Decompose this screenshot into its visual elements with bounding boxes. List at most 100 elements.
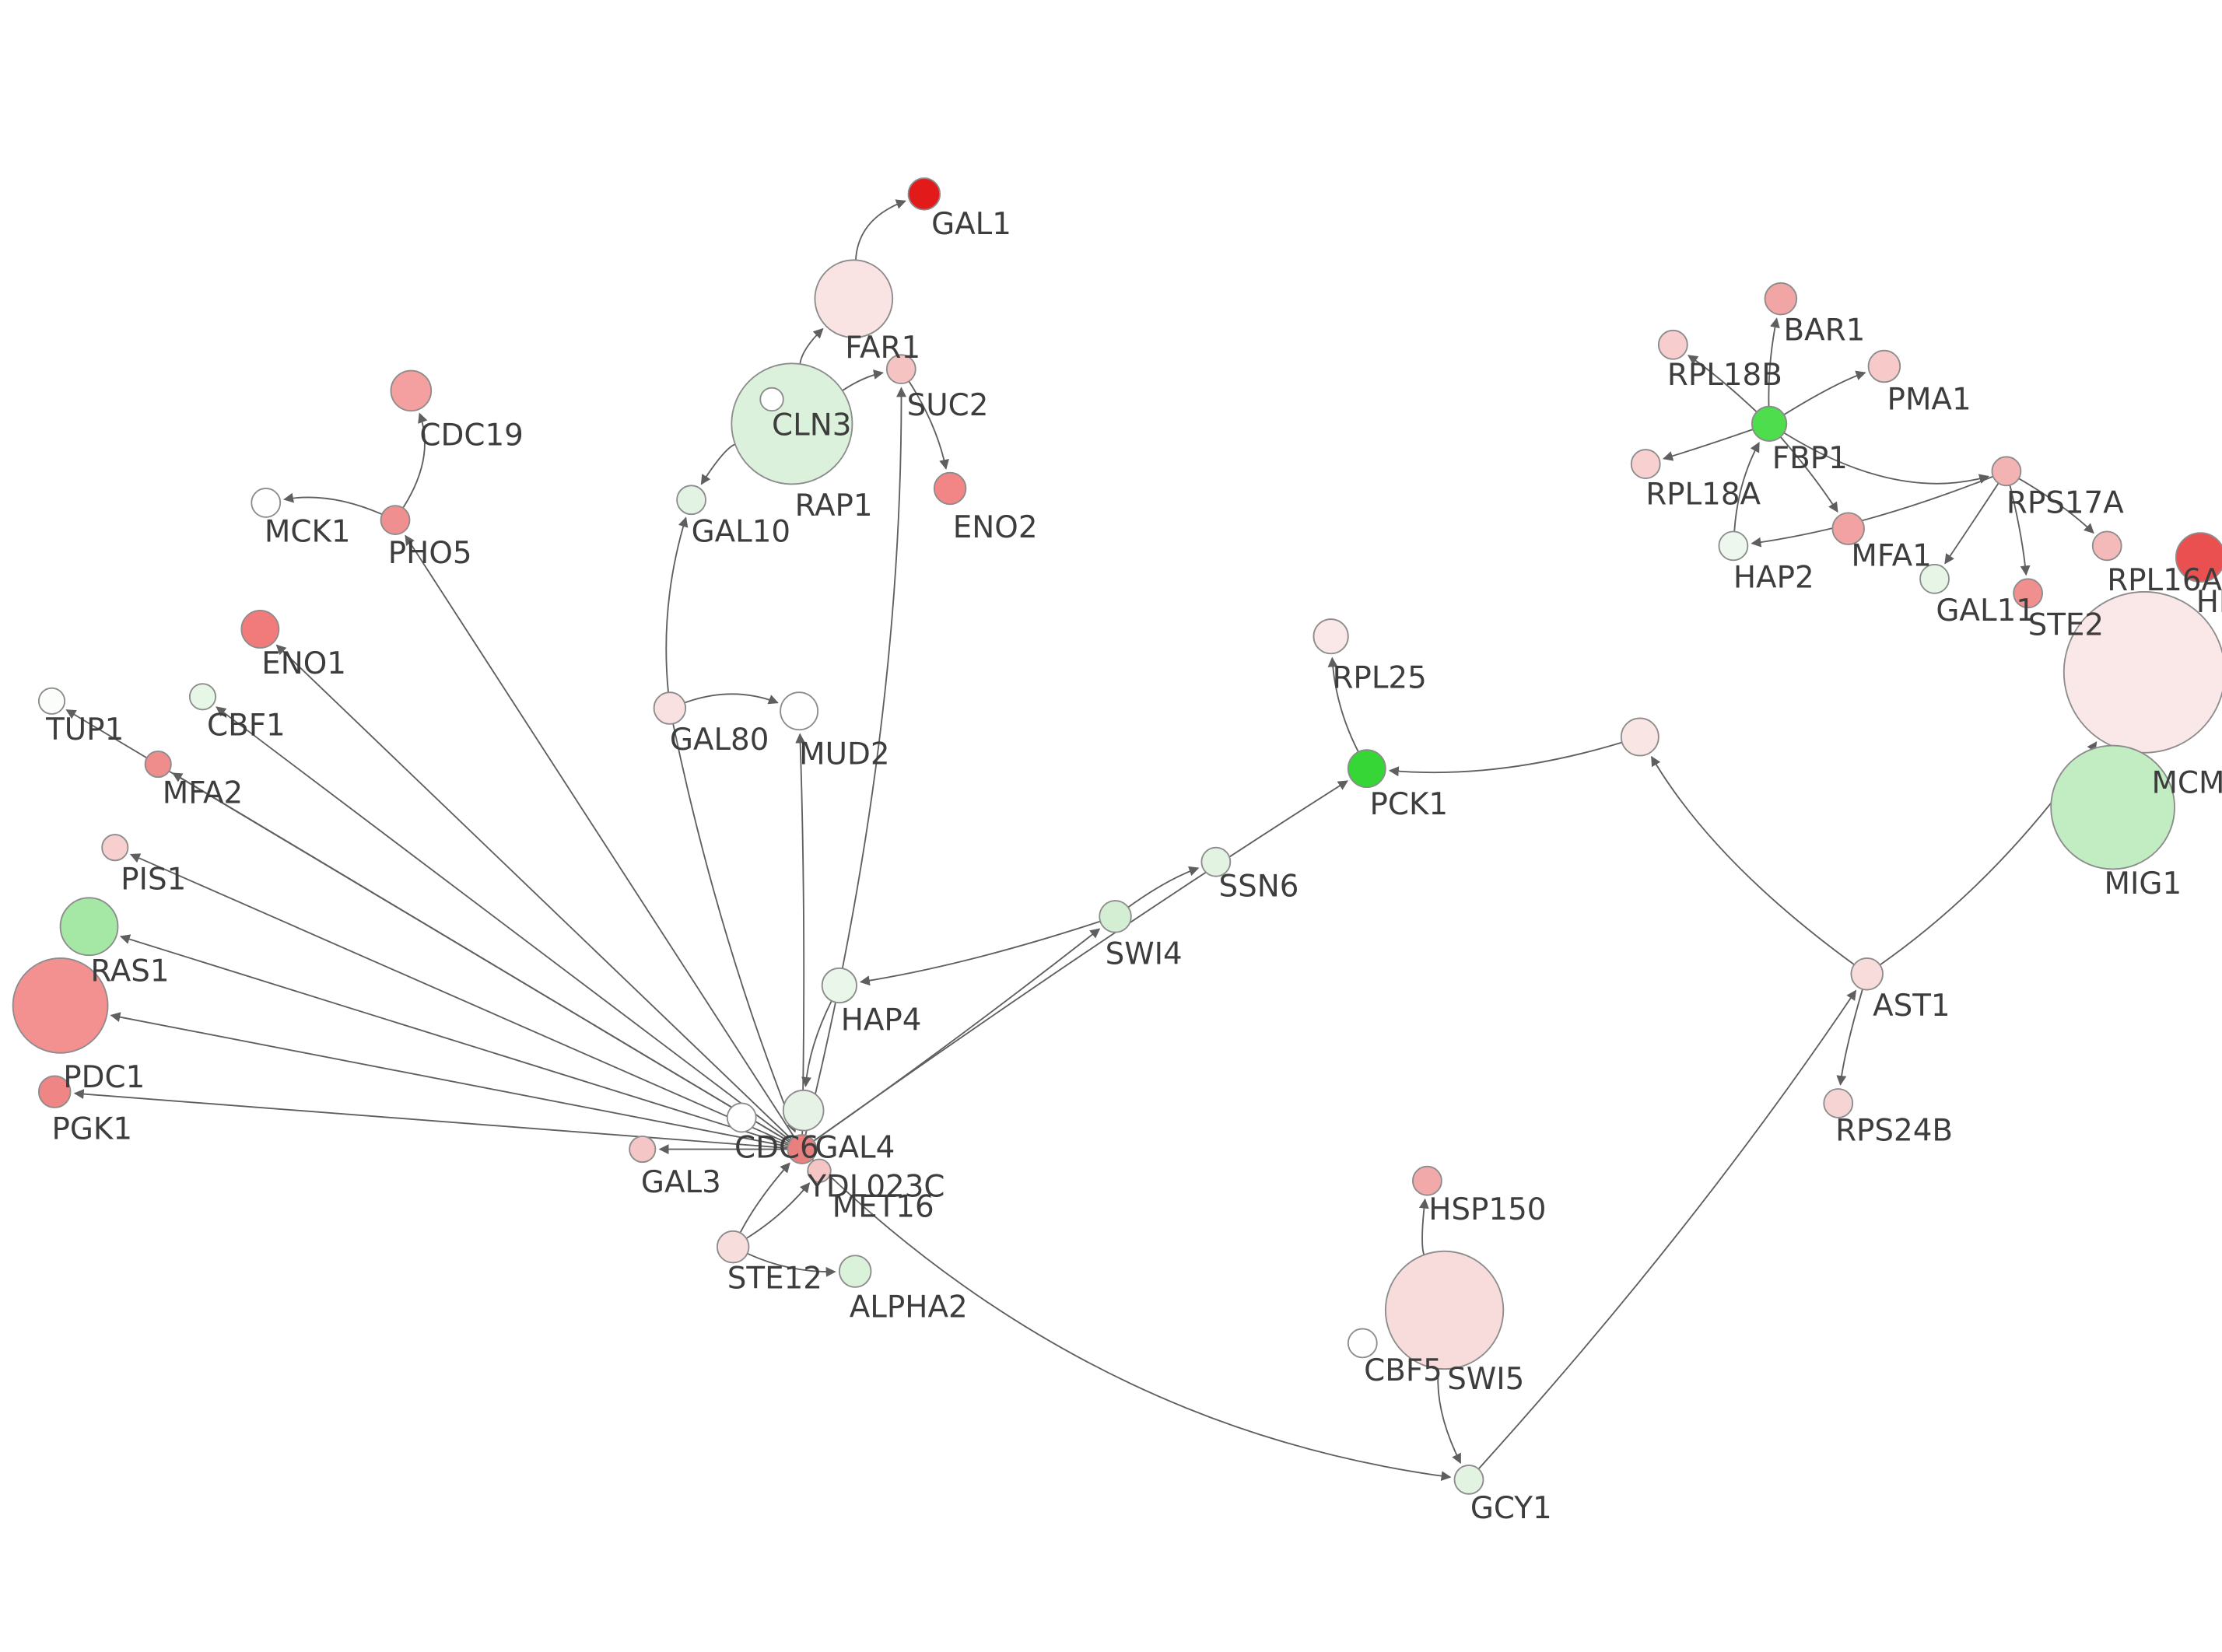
edge-GAL4-MFA2[interactable] [172,772,790,1143]
edge-GAL4-GCY1[interactable] [811,1158,1452,1482]
edge-CLN3-SUC2[interactable] [842,369,884,391]
edge-GAL4-SUC2[interactable] [804,387,906,1136]
node-STE2[interactable] [2013,578,2044,609]
edge-FBP1-RPS17A[interactable] [1783,432,1990,485]
edge-HAP2-FBP1[interactable] [1733,442,1760,532]
edge-RPS17A-RPL16A[interactable] [2018,478,2094,534]
node-ALPHA2[interactable] [838,1255,872,1288]
node-GAL3[interactable] [629,1136,657,1164]
node-unlabeled-1[interactable] [1620,717,1659,757]
node-RPS24B[interactable] [1823,1088,1854,1118]
edge-SWI5-GCY1[interactable] [1437,1368,1462,1465]
edge-STE12-MET16[interactable] [745,1182,811,1240]
edge-GAL80-GAL4[interactable] [672,723,797,1133]
edge-HAP4-YDL023C[interactable] [801,1000,832,1087]
edge-FBP1-PMA1[interactable] [1783,370,1866,416]
node-GAL1[interactable] [907,177,941,211]
node-MET16[interactable] [807,1158,832,1183]
edge-GAL4-PCK1[interactable] [813,780,1348,1142]
node-AST1[interactable] [1850,957,1884,991]
edge-SUC2-ENO2[interactable] [908,380,949,470]
node-PIS1[interactable] [101,834,129,862]
node-RPL18B[interactable] [1657,329,1688,360]
edge-STE12-GAL4[interactable] [739,1162,790,1234]
node-RPS17A[interactable] [1991,456,2022,487]
node-HAP4[interactable] [821,967,857,1004]
node-STE12[interactable] [716,1230,750,1264]
edge-SWI4-HAP4[interactable] [859,920,1101,986]
edge-FBP1-RPL18A[interactable] [1663,429,1754,461]
edge-GAL4-PGK1[interactable] [73,1089,788,1150]
edge-RPS17A-HAP2[interactable] [1751,475,1994,548]
edge-GAL4-ENO1[interactable] [275,644,793,1140]
edge-GAL4-PHO5[interactable] [405,534,795,1138]
node-SWI4[interactable] [1099,900,1132,933]
node-PDC1[interactable] [12,957,109,1054]
edge-STE12-ALPHA2[interactable] [747,1252,836,1277]
node-MIG1[interactable] [2050,744,2175,870]
edge-CLN3-GAL10[interactable] [700,443,736,485]
node-PMA1[interactable] [1867,349,1901,383]
node-HIS4[interactable] [2175,532,2222,583]
node-SWI5[interactable] [1384,1250,1505,1370]
node-MFA1[interactable] [1831,512,1865,545]
node-CBF1[interactable] [188,683,217,711]
node-HSP150[interactable] [1412,1165,1442,1196]
edge-RPS17A-GAL11[interactable] [1944,482,1999,565]
node-SSN6[interactable] [1200,846,1232,877]
node-CBF5[interactable] [1347,1328,1378,1359]
edge-GAL4-PDC1[interactable] [110,1012,788,1147]
node-MCK1[interactable] [251,488,282,518]
edge-GAL80-GAL10[interactable] [665,516,689,693]
node-PCK1[interactable] [1347,749,1386,789]
edge-FBP1-MFA1[interactable] [1779,436,1838,513]
edge-CLN3-FAR1[interactable] [799,327,824,365]
edge-FAR1-GAL1[interactable] [854,199,906,261]
node-MUD2[interactable] [780,691,819,731]
edge-GAL80-MUD2[interactable] [684,693,779,705]
edge-GAL4-CBF1[interactable] [216,706,791,1142]
edge-PHO5-MCK1[interactable] [283,492,383,516]
node-RPL18A[interactable] [1630,449,1661,479]
edge-PHO5-CDC19[interactable] [402,412,428,509]
edge-AST1-RPS24B[interactable] [1836,989,1863,1086]
node-YDL023C[interactable] [782,1089,825,1132]
node-MCM1[interactable] [2063,591,2222,754]
node-HAP2[interactable] [1718,530,1749,562]
node-GAL80[interactable] [653,691,687,725]
node-ENO2[interactable] [933,471,967,506]
node-PHO5[interactable] [380,505,411,535]
node-SUC2[interactable] [885,354,916,385]
node-FBP1[interactable] [1751,405,1788,442]
edge-FBP1-RPL18B[interactable] [1688,355,1758,413]
edge-GAL4-RAS1[interactable] [119,934,789,1146]
node-GAL11[interactable] [1919,563,1950,594]
edge-FBP1-BAR1[interactable] [1768,317,1780,407]
edge-SWI4-SSN6[interactable] [1127,866,1200,908]
node-BAR1[interactable] [1764,282,1798,316]
node-FAR1[interactable] [814,259,894,338]
node-GCY1[interactable] [1453,1464,1484,1495]
node-GAL10[interactable] [676,485,706,516]
node-RAS1[interactable] [59,897,119,957]
node-RAP1[interactable] [759,387,784,412]
node-CDC19[interactable] [390,369,433,412]
edge-GAL4-PIS1[interactable] [129,853,790,1145]
node-TUP1[interactable] [37,687,66,715]
edge-SWI5-HSP150[interactable] [1418,1198,1429,1255]
node-ENO1[interactable] [240,610,280,649]
edge-AST1-unlabeled-1[interactable] [1650,755,1855,965]
node-RPL25[interactable] [1313,618,1349,655]
node-CDC6[interactable] [726,1102,757,1133]
edge-RPS17A-STE2[interactable] [2009,485,2031,576]
edge-PCK1-RPL25[interactable] [1327,656,1359,753]
edge-GCY1-AST1[interactable] [1477,989,1857,1470]
node-MFA2[interactable] [144,751,172,779]
node-PGK1[interactable] [37,1075,72,1108]
edge-GAL4-MUD2[interactable] [795,733,806,1136]
node-RPL16A[interactable] [2091,530,2122,562]
edge-unlabeled-1-PCK1[interactable] [1388,741,1623,777]
node-GAL4[interactable] [787,1134,818,1164]
